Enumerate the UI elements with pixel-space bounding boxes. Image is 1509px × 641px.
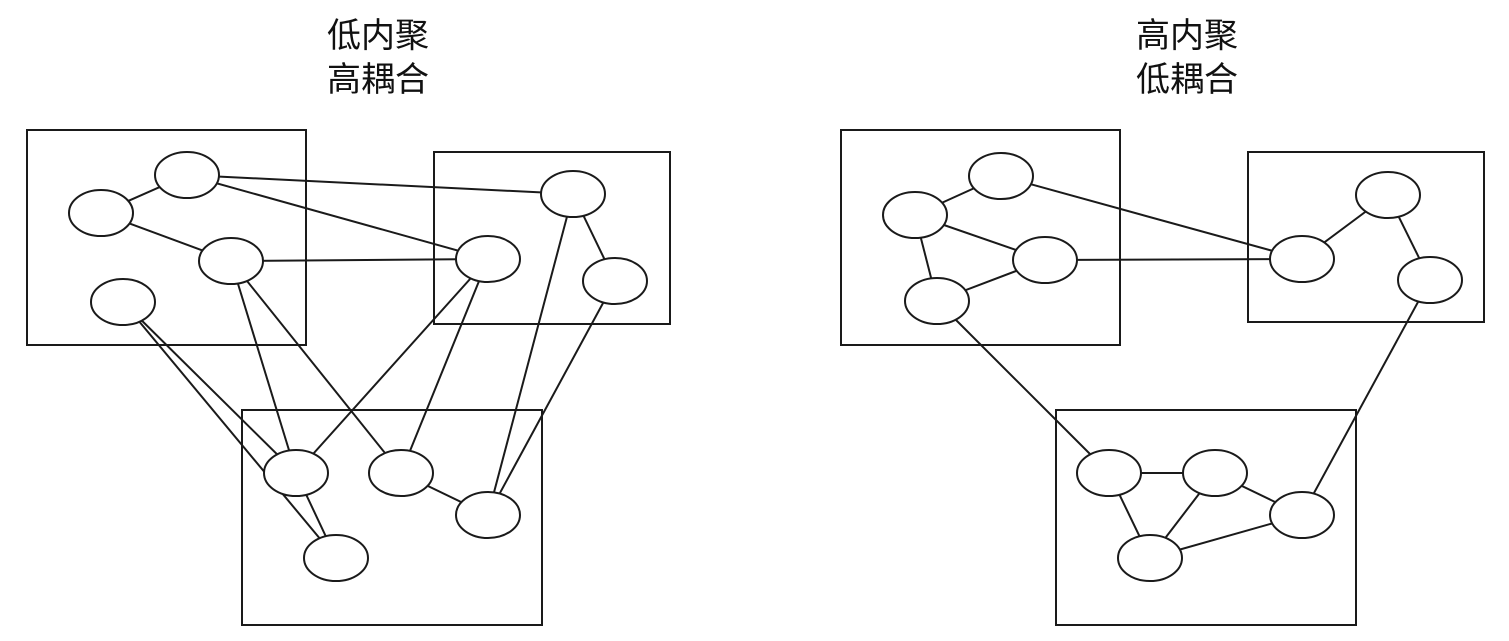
right-diagram-title: 高内聚 低耦合	[1077, 14, 1297, 102]
left-edge-a3-b2	[230, 258, 489, 262]
right-node-b2	[1269, 235, 1335, 283]
right-edge-a4-c1	[936, 300, 1110, 474]
left-edge-a1-b2	[186, 174, 489, 260]
left-edge-a1-b1	[186, 174, 574, 195]
left-node-c2	[368, 449, 434, 497]
right-module-a-box	[840, 129, 1121, 346]
left-module-b-box	[433, 151, 671, 325]
left-node-a4	[90, 278, 156, 326]
left-module-c-box	[241, 409, 543, 626]
right-node-a4	[904, 277, 970, 325]
left-edge-b2-c2	[400, 258, 489, 474]
left-node-a3	[198, 237, 264, 285]
right-module-b-box	[1247, 151, 1485, 323]
left-node-b2	[455, 235, 521, 283]
left-edge-a4-c1	[122, 301, 297, 474]
right-edge-b3-c3	[1301, 279, 1431, 516]
nodes-layer	[68, 151, 1463, 582]
right-node-a1	[968, 152, 1034, 200]
left-edge-a4-c4	[122, 301, 337, 559]
right-node-c2	[1182, 449, 1248, 497]
left-title-line1: 低内聚	[327, 16, 429, 56]
left-edge-a3-c2	[230, 260, 402, 474]
left-node-a1	[154, 151, 220, 199]
left-node-b3	[582, 257, 648, 305]
left-node-c3	[455, 491, 521, 539]
left-node-c1	[263, 449, 329, 497]
right-node-b3	[1397, 256, 1463, 304]
left-edge-a3-c1	[230, 260, 297, 474]
right-node-a2	[882, 191, 948, 239]
right-node-c1	[1076, 449, 1142, 497]
edges-layer	[100, 174, 1431, 559]
left-edge-b1-c3	[487, 193, 574, 516]
right-edge-a3-b2	[1044, 258, 1303, 261]
left-title-line2: 高耦合	[327, 60, 429, 100]
right-module-c-box	[1055, 409, 1357, 626]
left-node-a2	[68, 189, 134, 237]
left-diagram-title: 低内聚 高耦合	[268, 14, 488, 102]
left-edge-b2-c1	[295, 258, 489, 474]
right-node-c4	[1117, 534, 1183, 582]
right-title-line2: 低耦合	[1136, 60, 1238, 100]
left-node-c4	[303, 534, 369, 582]
left-module-a-box	[26, 129, 307, 346]
right-title-line1: 高内聚	[1136, 16, 1238, 56]
right-node-c3	[1269, 491, 1335, 539]
left-edge-b3-c3	[487, 280, 616, 516]
left-node-b1	[540, 170, 606, 218]
right-edge-a1-b2	[1000, 175, 1303, 260]
right-node-b1	[1355, 171, 1421, 219]
modules-layer	[26, 129, 1485, 626]
right-node-a3	[1012, 236, 1078, 284]
